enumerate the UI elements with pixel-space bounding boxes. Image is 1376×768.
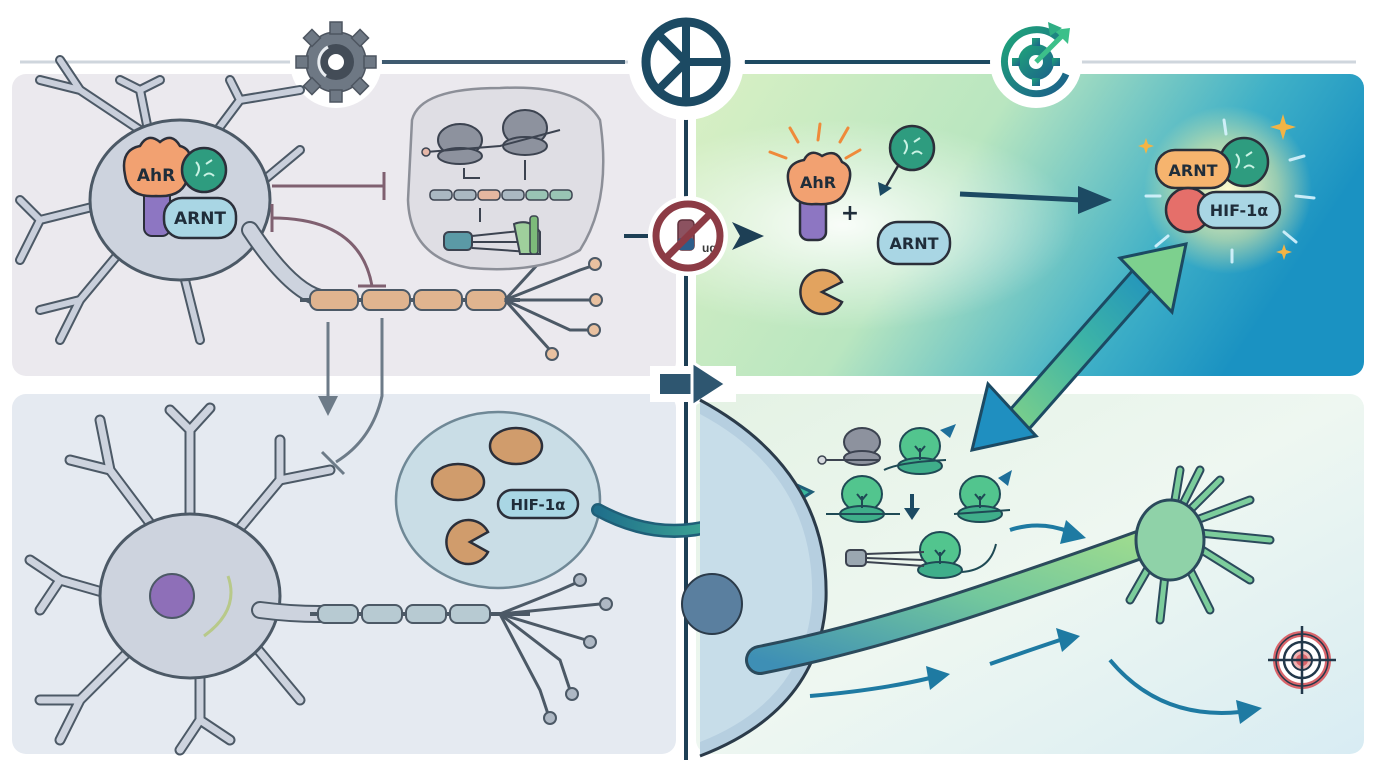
transition-arrow xyxy=(650,359,736,409)
gear-target-arrow-icon xyxy=(990,16,1082,108)
ahr-arnt-complex-inactive: AhR ARNT xyxy=(122,136,238,240)
arnt-protein xyxy=(162,196,238,240)
ligand-active-icon xyxy=(888,124,936,172)
complex-arnt-label: ARNT xyxy=(1168,161,1217,180)
neuron-quiescent-bottom xyxy=(24,402,336,756)
activation-components: AhR + ARNT xyxy=(768,122,952,316)
ahr-label: AhR xyxy=(137,166,175,186)
axon-myelin-bottom xyxy=(310,573,613,725)
dimerization-arrow xyxy=(959,186,1112,214)
hif-label: HIF-1α xyxy=(511,496,566,514)
ahr-protein xyxy=(122,136,192,198)
arnt-label: ARNT xyxy=(174,209,226,229)
arnt-protein-active xyxy=(876,220,952,266)
ahr-protein-active xyxy=(786,151,852,206)
drug-inhibitor-badge: ug xyxy=(624,196,764,276)
target-icon xyxy=(1268,626,1336,694)
hif-protein xyxy=(496,488,580,520)
hif-degradation-inset: HIF-1α xyxy=(394,410,602,590)
descending-inhibition-arrows xyxy=(318,318,384,476)
partner-protein xyxy=(799,268,844,316)
complex-hif-label: HIF-1α xyxy=(1210,201,1269,220)
gear-cycle-icon xyxy=(290,16,382,108)
ahr-active-label: AhR xyxy=(800,173,836,192)
arnt-active-label: ARNT xyxy=(889,234,938,253)
plus-sign: + xyxy=(841,201,859,226)
receptor-blocker-symbol-icon xyxy=(628,4,744,120)
arnt-hif-complex: ARNT HIF-1α xyxy=(1138,106,1316,274)
nucleus-transcription-inset xyxy=(406,86,605,271)
ligand-icon xyxy=(180,146,228,194)
bidirectional-feedback-arrow xyxy=(969,242,1188,452)
growth-direction-arrows xyxy=(809,520,1262,724)
active-transcription-machinery xyxy=(817,424,1012,579)
nucleus xyxy=(149,573,195,619)
growing-neurite xyxy=(745,465,1275,675)
inhibition-arrows xyxy=(270,172,386,288)
